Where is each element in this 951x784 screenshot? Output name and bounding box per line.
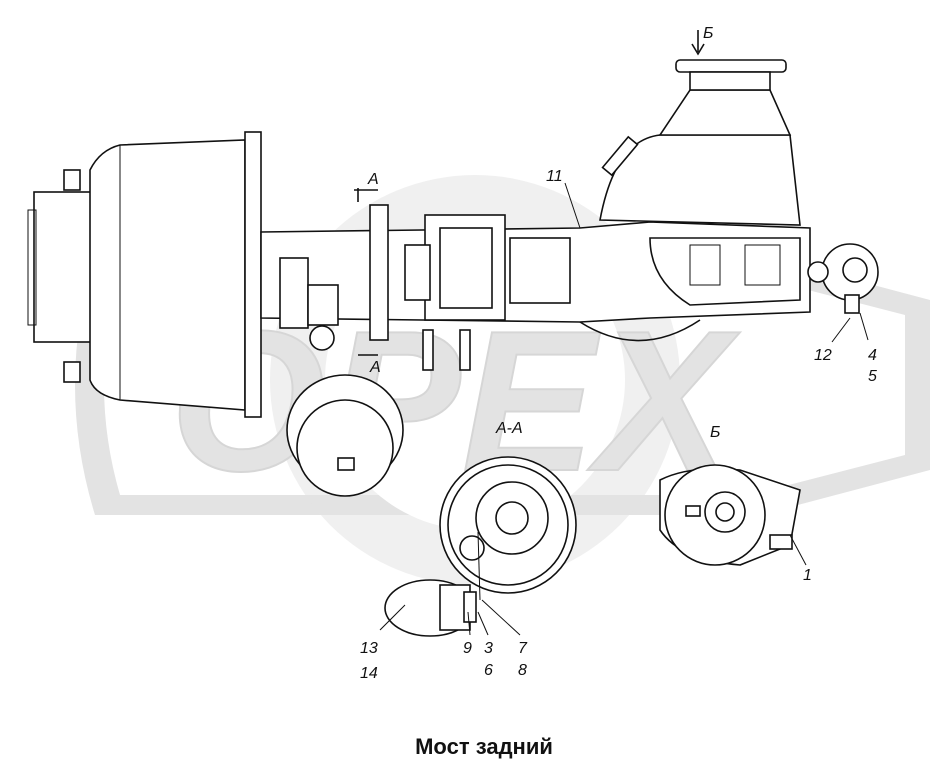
- callout-13: 13: [360, 640, 378, 657]
- view-aa-label: A-A: [495, 420, 523, 437]
- brake-chamber-axle: [279, 257, 404, 497]
- view-aa: [384, 456, 577, 637]
- section-a-marks: [354, 188, 378, 356]
- view-b-label: Б: [710, 424, 720, 441]
- section-b-arrow-label: Б: [703, 25, 713, 42]
- callout-5: 5: [868, 368, 877, 385]
- drawing-title: Мост задний: [415, 734, 553, 759]
- callout-12: 12: [814, 347, 832, 364]
- callout-11: 11: [546, 168, 563, 185]
- callout-9: 9: [463, 640, 472, 657]
- callout-7: 7: [518, 640, 528, 657]
- callout-8: 8: [518, 662, 527, 679]
- leader-lines: [379, 182, 869, 636]
- axle-housing: [260, 204, 811, 371]
- section-a-top-label: A: [367, 171, 379, 188]
- differential-carrier: [599, 30, 879, 314]
- section-a-bottom-label: A: [369, 359, 381, 376]
- watermark-text: OPEX: [170, 290, 741, 513]
- callout-3: 3: [484, 640, 493, 657]
- callout-14: 14: [360, 665, 378, 682]
- callout-6: 6: [484, 662, 493, 679]
- view-b: [659, 464, 807, 566]
- wheel-hub: [27, 131, 262, 418]
- callout-1: 1: [803, 567, 812, 584]
- callout-4: 4: [868, 347, 877, 364]
